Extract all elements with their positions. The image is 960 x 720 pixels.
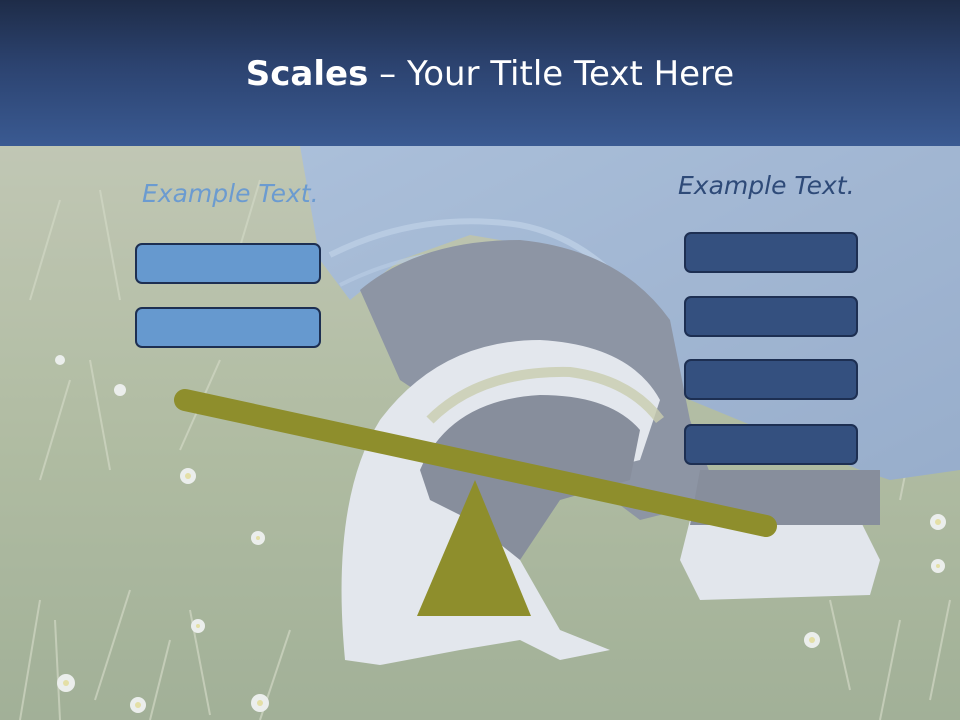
right-example-text: Example Text.	[678, 171, 855, 200]
title-rest-part: – Your Title Text Here	[368, 54, 735, 94]
scale-fulcrum	[417, 480, 531, 616]
right-box-4	[684, 424, 858, 465]
right-box-2	[684, 296, 858, 337]
title-bar: Scales – Your Title Text Here	[0, 0, 960, 146]
slide-title: Scales – Your Title Text Here	[0, 52, 960, 96]
left-box-1	[135, 243, 321, 284]
scale-beam	[174, 389, 777, 537]
title-bold-part: Scales	[245, 54, 369, 94]
left-example-text: Example Text.	[142, 179, 319, 208]
right-box-3	[684, 359, 858, 400]
right-box-1	[684, 232, 858, 273]
left-box-2	[135, 307, 321, 348]
